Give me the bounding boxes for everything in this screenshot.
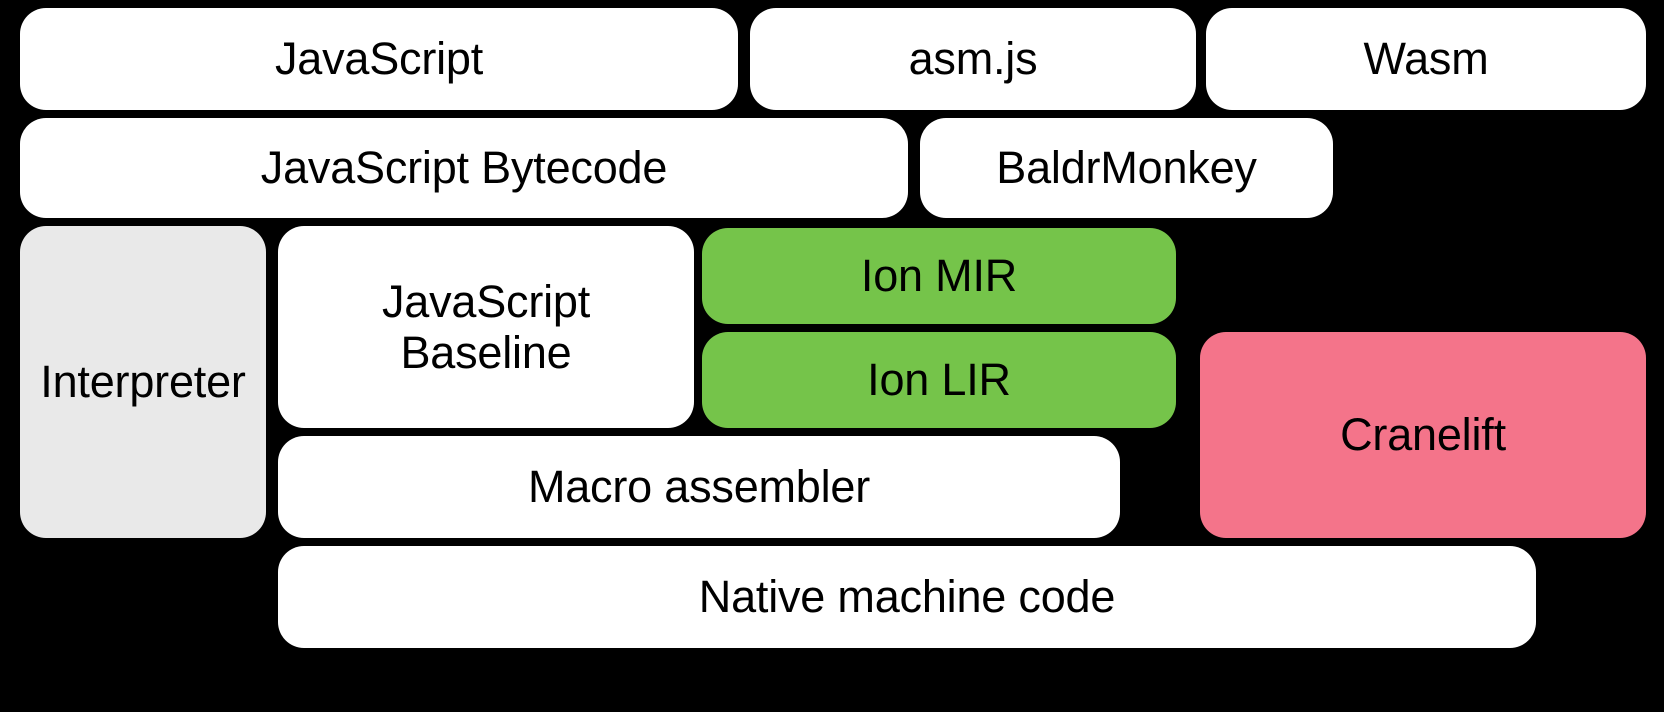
node-baldrmonkey: BaldrMonkey — [920, 118, 1333, 218]
node-javascript-baseline: JavaScript Baseline — [278, 226, 694, 428]
node-interpreter: Interpreter — [20, 226, 266, 538]
node-native-machine-code: Native machine code — [278, 546, 1536, 648]
node-wasm: Wasm — [1206, 8, 1646, 110]
node-javascript: JavaScript — [20, 8, 738, 110]
node-macro-assembler: Macro assembler — [278, 436, 1120, 538]
node-asm-js: asm.js — [750, 8, 1196, 110]
node-ion-lir: Ion LIR — [702, 332, 1176, 428]
node-cranelift: Cranelift — [1200, 332, 1646, 538]
node-ion-mir: Ion MIR — [702, 228, 1176, 324]
node-javascript-bytecode: JavaScript Bytecode — [20, 118, 908, 218]
